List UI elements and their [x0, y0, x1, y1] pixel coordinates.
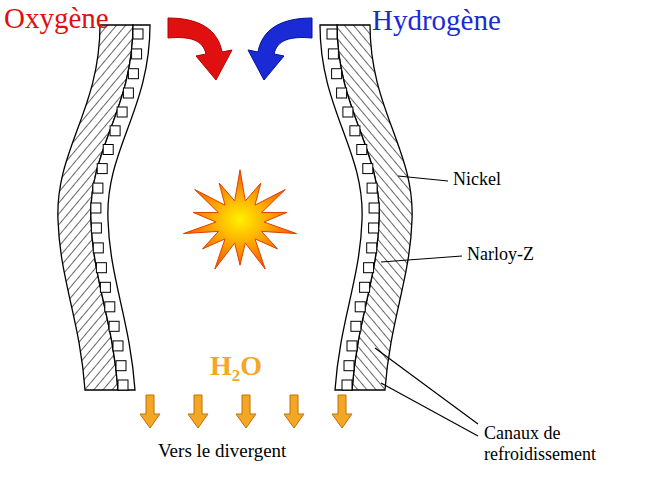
combustion-burst [184, 170, 297, 269]
cooling-channel [328, 49, 338, 59]
product-label: H₂O [210, 350, 262, 382]
oxygen-arrow [168, 18, 232, 80]
exhaust-arrow [332, 395, 352, 428]
leader-lines [375, 176, 478, 436]
direction-label: Vers le divergent [158, 440, 286, 462]
chamber-wall [58, 25, 150, 390]
cooling-channel [91, 223, 101, 233]
cooling-channel [96, 263, 106, 273]
cooling-channel [93, 243, 103, 253]
cooling-channel [128, 69, 138, 79]
cooling-channel [118, 380, 128, 390]
exhaust-arrow [140, 395, 160, 428]
cooling-channel [132, 49, 142, 59]
cooling-channel [350, 126, 360, 136]
cooling-channel [369, 223, 379, 233]
material-label: Nickel [453, 169, 501, 190]
oxygen-label: Oxygène [4, 2, 109, 35]
chamber-wall [320, 25, 412, 390]
cooling-channel [360, 282, 370, 292]
cooling-channel [367, 243, 377, 253]
cooling-channel [363, 164, 373, 174]
cooling-channel [123, 88, 133, 98]
cooling-channel [97, 164, 107, 174]
cooling-channel [364, 263, 374, 273]
cooling-channel [93, 183, 103, 193]
cooling-channel [332, 69, 342, 79]
cooling-channel [133, 29, 143, 39]
cooling-channel [343, 107, 353, 117]
cooling-channel [103, 145, 113, 155]
cooling-channel [327, 29, 337, 39]
cooling-channel [100, 282, 110, 292]
cooling-channel [369, 203, 379, 213]
material-label: Narloy-Z [467, 244, 534, 265]
cooling-channel [117, 107, 127, 117]
cooling-channel [367, 183, 377, 193]
cooling-channel [347, 341, 357, 351]
cooling-channel [337, 88, 347, 98]
cooling-channel [109, 321, 119, 331]
cooling-channel [344, 361, 354, 371]
cooling-channel [105, 302, 115, 312]
exhaust-arrow [284, 395, 304, 428]
cooling-channel [113, 341, 123, 351]
cooling-channel [342, 380, 352, 390]
cooling-channel [351, 321, 361, 331]
hydrogen-label: Hydrogène [372, 4, 501, 37]
cooling-channel [355, 302, 365, 312]
exhaust-arrow [236, 395, 256, 428]
cooling-channel [357, 145, 367, 155]
cooling-channel [116, 361, 126, 371]
exhaust-arrows [140, 395, 352, 428]
cooling-channel [110, 126, 120, 136]
channels-label: Canaux de refroidissement [484, 423, 639, 464]
exhaust-arrow [188, 395, 208, 428]
hydrogen-arrow [248, 18, 312, 80]
cooling-channel [91, 203, 101, 213]
